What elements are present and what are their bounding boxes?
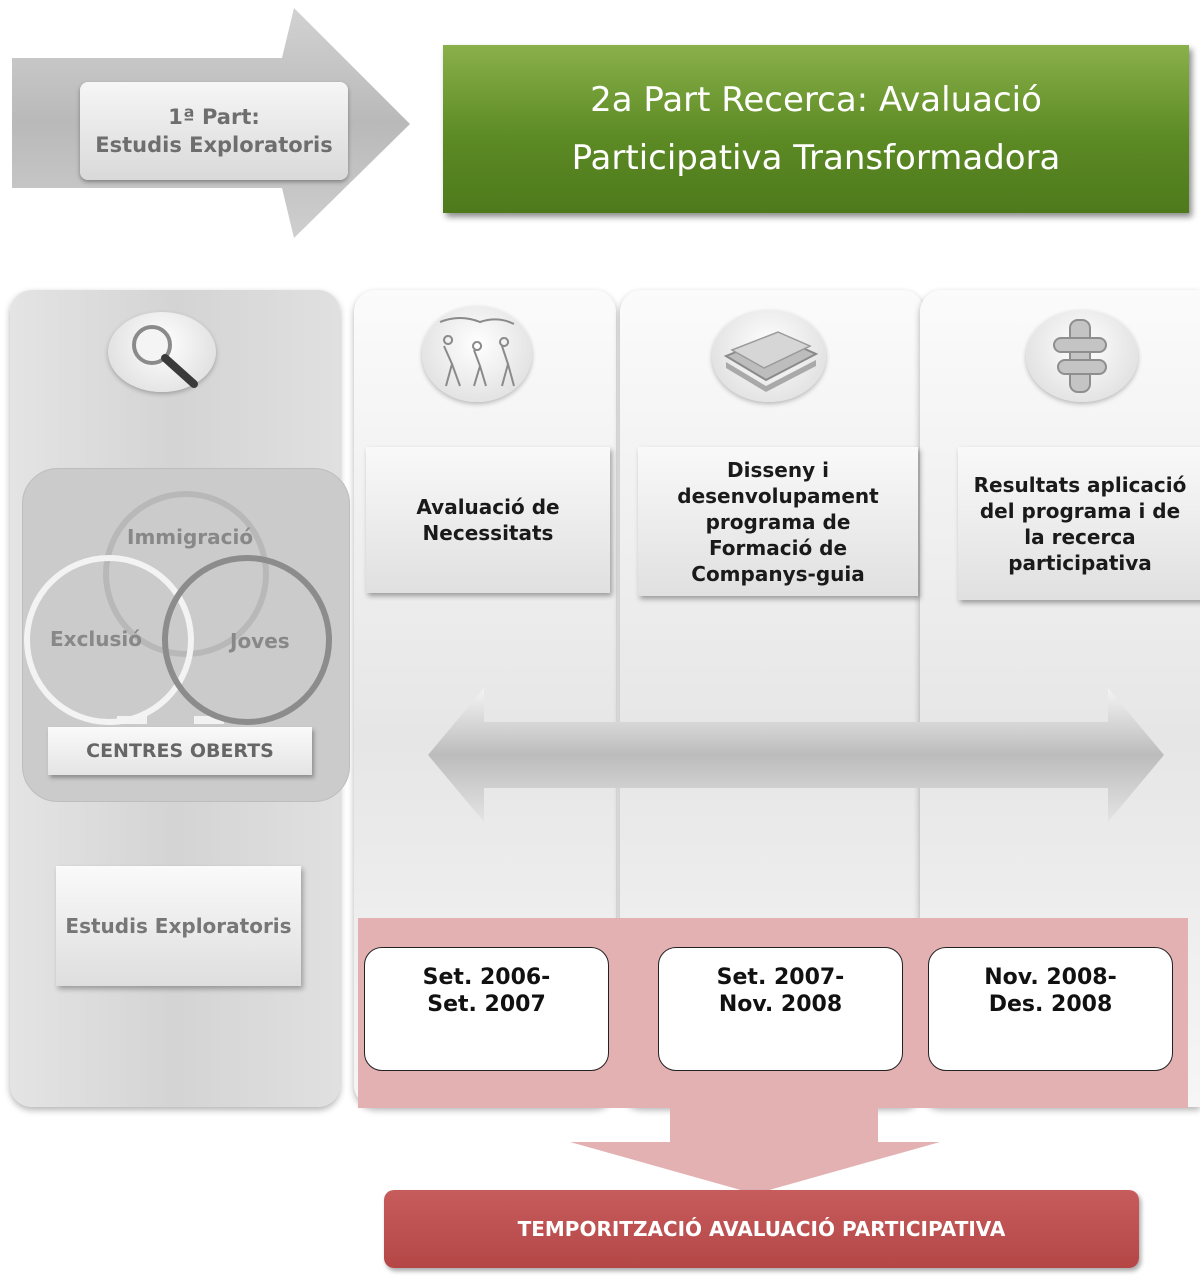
part1-line2: Estudis Exploratoris [95,133,333,157]
venn-label-exclusio: Exclusió [50,627,143,651]
date-2-end: Nov. 2008 [718,992,843,1017]
part2-line1: 2a Part Recerca: Avaluació [590,80,1042,120]
header-needs: Avaluació de Necessitats [366,447,610,593]
venn-circle-immigracio [103,491,269,657]
centres-oberts-label: CENTRES OBERTS [48,727,312,775]
double-arrow [428,688,1164,822]
joined-hands-icon [1026,310,1138,402]
date-1-end: Set. 2007 [427,992,546,1017]
venn-label-joves: Joves [230,629,290,653]
temporitzacio-box: TEMPORITZACIÓ AVALUACIÓ PARTICIPATIVA [384,1190,1139,1268]
part2-title-box: 2a Part Recerca: Avaluació Participativa… [443,45,1189,213]
documents-stack-icon [712,310,826,402]
venn-label-immigracio: Immigració [127,525,254,549]
part2-line2: Participativa Transformadora [571,138,1061,178]
date-box-1: Set. 2006- Set. 2007 [364,947,609,1071]
date-1-start: Set. 2006- [422,965,551,990]
part1-label-box: 1ª Part: Estudis Exploratoris [80,82,348,180]
date-3-end: Des. 2008 [988,992,1113,1017]
estudis-exploratoris-box: Estudis Exploratoris [56,866,301,986]
children-drawing-icon [422,306,532,402]
date-box-2: Set. 2007- Nov. 2008 [658,947,903,1071]
venn-diagram [24,491,332,725]
part1-line1: 1ª Part: [168,105,260,129]
magnifier-icon [108,312,216,392]
down-arrow [570,1104,940,1194]
header-design: Disseny i desenvolupament programa de Fo… [638,447,918,596]
header-results: Resultats aplicació del programa i de la… [958,447,1200,600]
date-3-start: Nov. 2008- [984,965,1117,990]
venn-circle-exclusio [24,555,194,725]
venn-circle-joves [162,555,332,725]
date-2-start: Set. 2007- [716,965,845,990]
date-box-3: Nov. 2008- Des. 2008 [928,947,1173,1071]
